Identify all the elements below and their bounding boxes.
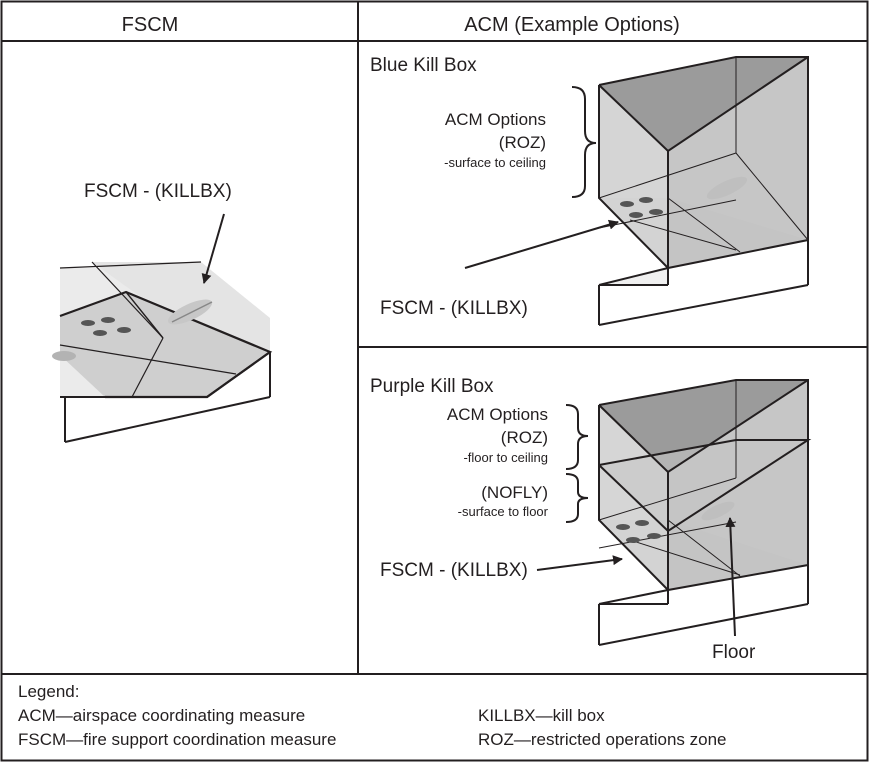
purple-nofly-label: (NOFLY) [481, 483, 548, 502]
blue-acm-options-label: ACM Options [445, 110, 546, 129]
fscm-left-callout: FSCM - (KILLBX) [84, 181, 232, 202]
blue-roz-label: (ROZ) [499, 133, 546, 152]
legend-item-roz: ROZ—restricted operations zone [478, 730, 727, 749]
header-fscm: FSCM [122, 14, 179, 36]
purple-vehicle-icons [616, 520, 661, 543]
ground-feature-icon [52, 351, 76, 361]
header-acm: ACM (Example Options) [464, 14, 680, 36]
blue-fscm-label: FSCM - (KILLBX) [380, 298, 528, 319]
blue-roz-extent: -surface to ceiling [444, 155, 546, 170]
purple-aircraft-icon [701, 501, 735, 521]
aircraft-icon [167, 299, 213, 325]
blue-fscm-arrow [464, 219, 619, 269]
floor-label: Floor [712, 642, 756, 663]
purple-fscm-arrow [536, 555, 623, 571]
fscm-ground-block [59, 261, 273, 443]
legend-item-fscm: FSCM—fire support coordination measure [18, 730, 336, 749]
purple-roz-label: (ROZ) [501, 428, 548, 447]
legend-title: Legend: [18, 682, 79, 701]
blue-vehicle-icons [620, 197, 663, 218]
purple-fscm-label: FSCM - (KILLBX) [380, 560, 528, 581]
blue-aircraft-icon [706, 176, 748, 200]
legend-item-acm: ACM—airspace coordinating measure [18, 706, 305, 725]
fscm-left-arrow [201, 213, 225, 284]
purple-nofly-brace [565, 473, 589, 523]
blue-roz-brace [571, 86, 597, 198]
purple-roz-brace [565, 404, 589, 470]
purple-nofly-extent: -surface to floor [458, 504, 549, 519]
purple-acm-options-label: ACM Options [447, 405, 548, 424]
floor-arrow [725, 517, 736, 637]
purple-kill-box-volume [598, 379, 812, 646]
blue-kill-box-volume [598, 56, 809, 326]
vehicle-icons [81, 317, 131, 336]
purple-roz-extent: -floor to ceiling [463, 450, 548, 465]
purple-kill-box-title: Purple Kill Box [370, 376, 494, 397]
blue-kill-box-title: Blue Kill Box [370, 55, 477, 76]
legend-item-killbx: KILLBX—kill box [478, 706, 605, 725]
legend: Legend: ACM—airspace coordinating measur… [18, 682, 727, 749]
